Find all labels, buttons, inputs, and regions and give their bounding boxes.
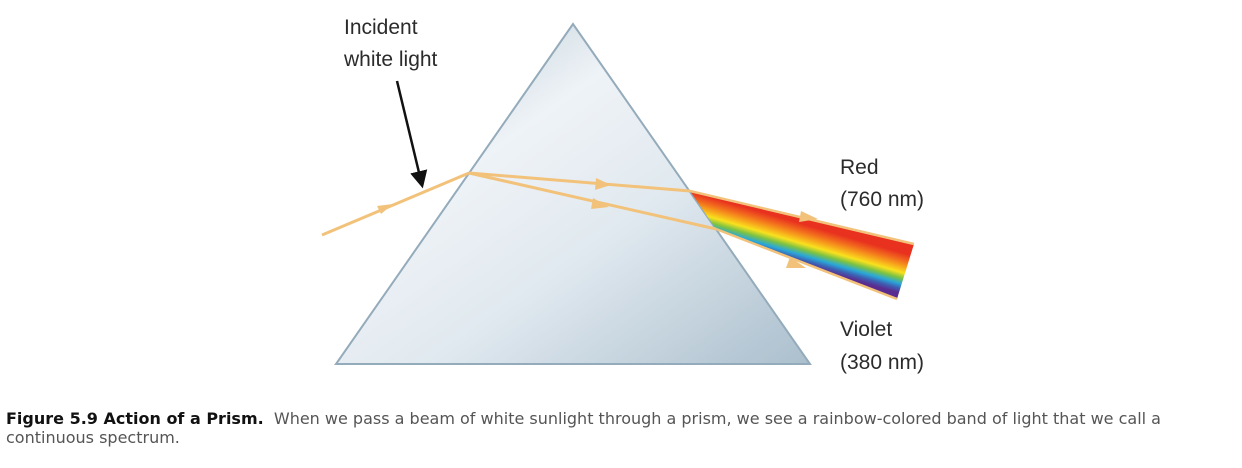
label-violet-line2: (380 nm) bbox=[840, 351, 924, 374]
caption-text: When we pass a beam of white sunlight th… bbox=[6, 409, 1161, 447]
caption-label: Figure 5.9 Action of a Prism. bbox=[6, 409, 264, 428]
prism bbox=[334, 22, 812, 365]
incident-ray bbox=[321, 171, 470, 237]
label-incident-line2: white light bbox=[343, 48, 438, 71]
exit-ray-red-arrowhead bbox=[799, 211, 818, 222]
exit-ray-violet bbox=[715, 227, 898, 301]
label-red-line2: (760 nm) bbox=[840, 188, 924, 211]
label-incident-line1: Incident bbox=[344, 16, 418, 39]
incident-ray-arrowhead bbox=[377, 204, 393, 214]
exit-ray-violet-arrowhead bbox=[786, 257, 806, 268]
figure-caption: Figure 5.9 Action of a Prism. When we pa… bbox=[6, 409, 1236, 447]
label-red-line1: Red bbox=[840, 156, 879, 179]
refracted-ray-red bbox=[468, 171, 691, 193]
refracted-ray-red-arrowhead bbox=[595, 178, 611, 190]
spectrum-band bbox=[690, 191, 914, 299]
incident-pointer-arrow bbox=[395, 80, 428, 189]
refracted-ray-violet-arrowhead bbox=[591, 198, 609, 209]
prism-diagram: Incident white light Red (760 nm) Violet… bbox=[321, 16, 924, 374]
label-violet-line1: Violet bbox=[840, 318, 892, 341]
